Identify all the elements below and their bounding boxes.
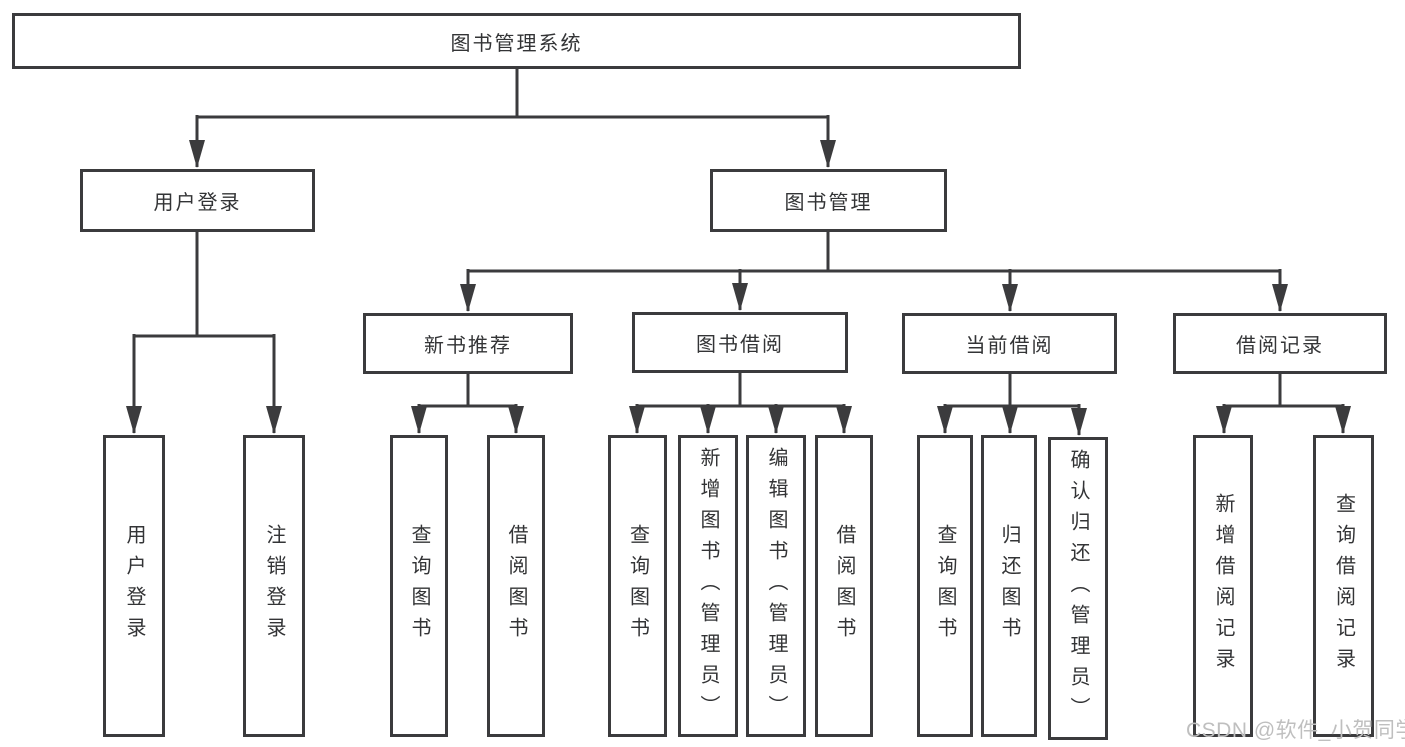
node-label: 新增借阅记录 bbox=[1212, 493, 1234, 679]
node-label: 图书管理系统 bbox=[450, 32, 583, 55]
node-borrowing-records: 借阅记录 bbox=[1173, 313, 1387, 374]
node-label: 查询图书 bbox=[934, 524, 956, 648]
leaf-borrow-books-borrowing: 借阅图书 bbox=[815, 435, 873, 737]
connector bbox=[637, 373, 844, 408]
node-label: 图书借阅 bbox=[696, 334, 784, 356]
connector bbox=[1224, 374, 1343, 408]
node-label: 用户登录 bbox=[123, 524, 145, 648]
node-label: 借阅图书 bbox=[833, 524, 855, 648]
leaf-edit-book-admin: 编辑图书（管理员） bbox=[746, 435, 806, 737]
node-label: 编辑图书（管理员） bbox=[765, 446, 787, 726]
leaf-return-books: 归还图书 bbox=[981, 435, 1037, 737]
leaf-borrow-books-recommend: 借阅图书 bbox=[487, 435, 545, 737]
node-new-book-recommend: 新书推荐 bbox=[363, 313, 573, 374]
connector bbox=[134, 232, 274, 338]
node-current-borrowing: 当前借阅 bbox=[902, 313, 1117, 374]
node-label: 归还图书 bbox=[998, 524, 1020, 648]
connector-group bbox=[126, 69, 1351, 436]
leaf-logout: 注销登录 bbox=[243, 435, 305, 737]
connector bbox=[945, 374, 1079, 408]
node-user-login: 用户登录 bbox=[80, 169, 315, 232]
leaf-query-borrow-record: 查询借阅记录 bbox=[1313, 435, 1374, 737]
leaf-confirm-return-admin: 确认归还（管理员） bbox=[1048, 437, 1108, 740]
csdn-watermark: CSDN @软件_小贺同学 bbox=[1186, 719, 1405, 742]
node-label: 查询借阅记录 bbox=[1332, 493, 1355, 679]
node-library-system: 图书管理系统 bbox=[12, 13, 1021, 69]
node-book-management: 图书管理 bbox=[710, 169, 947, 232]
node-label: 新书推荐 bbox=[424, 335, 512, 357]
leaf-add-borrow-record: 新增借阅记录 bbox=[1193, 435, 1253, 737]
node-label: 查询图书 bbox=[408, 524, 430, 648]
node-label: 新增图书（管理员） bbox=[697, 446, 719, 726]
node-label: 确认归还（管理员） bbox=[1067, 449, 1089, 728]
node-label: 注销登录 bbox=[263, 524, 285, 648]
leaf-add-book-admin: 新增图书（管理员） bbox=[678, 435, 738, 737]
connector bbox=[197, 69, 828, 119]
leaf-user-login: 用户登录 bbox=[103, 435, 165, 737]
node-label: 用户登录 bbox=[153, 192, 242, 214]
leaf-query-books-current: 查询图书 bbox=[917, 435, 973, 737]
leaf-query-books-borrowing: 查询图书 bbox=[608, 435, 667, 737]
leaf-query-books-recommend: 查询图书 bbox=[390, 435, 448, 737]
node-label: 借阅图书 bbox=[505, 524, 527, 648]
node-label: 图书管理 bbox=[784, 192, 873, 214]
node-label: 当前借阅 bbox=[965, 335, 1054, 357]
node-label: 查询图书 bbox=[626, 524, 649, 648]
node-label: 借阅记录 bbox=[1236, 335, 1324, 357]
connector bbox=[468, 232, 1280, 273]
connector bbox=[419, 374, 516, 408]
node-book-borrowing: 图书借阅 bbox=[632, 312, 848, 373]
